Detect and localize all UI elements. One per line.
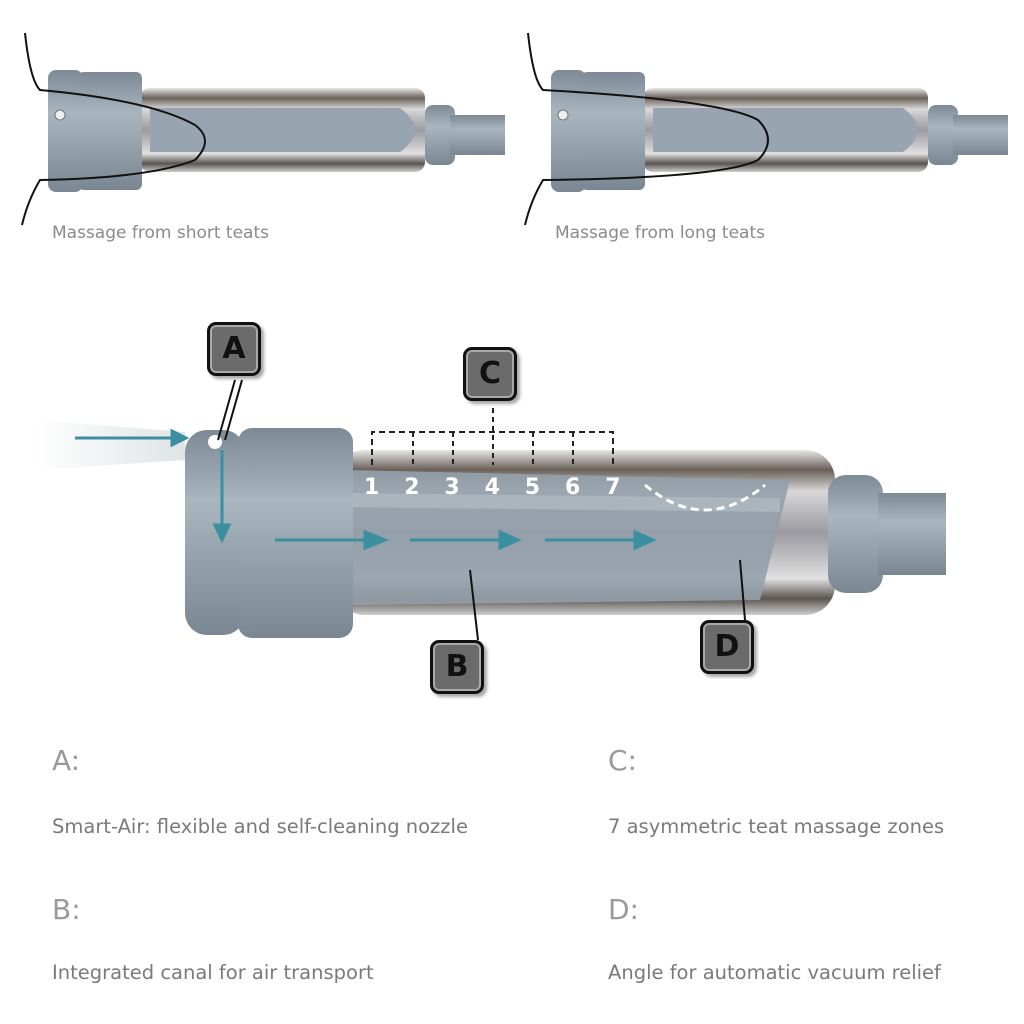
zone-number-4: 4 (484, 475, 500, 500)
teat-cup-liner-diagram (35, 379, 946, 641)
legend-key-a: A: (52, 744, 81, 777)
legend-key-b: B: (52, 893, 81, 926)
legend-key-d: D: (608, 893, 639, 926)
legend-text-a: Smart-Air: flexible and self-cleaning no… (52, 815, 468, 838)
callout-d: D (700, 620, 754, 674)
air-spray (35, 420, 185, 470)
zone-number-5: 5 (524, 475, 541, 500)
legend-key-c: C: (608, 744, 637, 777)
callout-a: A (207, 322, 261, 376)
zone-number-6: 6 (565, 475, 581, 500)
long-teats-caption: Massage from long teats (555, 223, 765, 243)
legend-text-b: Integrated canal for air transport (52, 961, 374, 984)
callout-b: B (430, 640, 484, 694)
zone-number-1: 1 (364, 475, 380, 500)
short-teats-caption: Massage from short teats (52, 223, 269, 243)
zone-number-3: 3 (444, 475, 460, 500)
legend-text-d: Angle for automatic vacuum relief (608, 961, 941, 984)
airflow-arrows (75, 428, 657, 551)
short-teat-image (21, 32, 506, 226)
long-teat-image (524, 32, 1009, 226)
callout-c: C (463, 347, 517, 401)
zone-number-7: 7 (605, 475, 621, 500)
legend-text-c: 7 asymmetric teat massage zones (608, 815, 945, 838)
zone-number-2: 2 (404, 475, 420, 500)
